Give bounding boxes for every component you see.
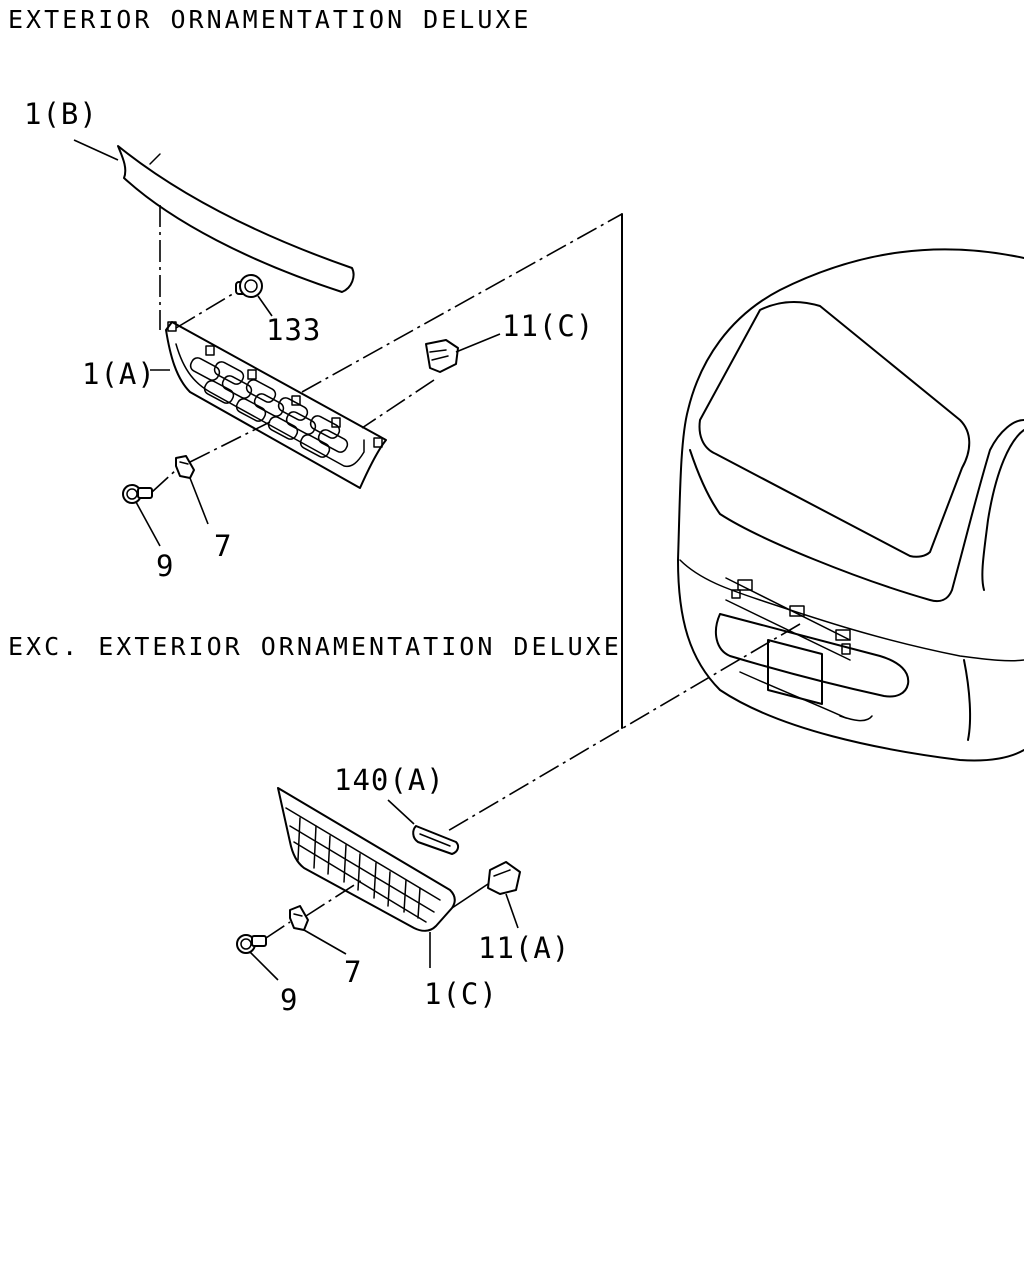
screw-9-top <box>122 484 153 504</box>
leader-9-top <box>135 501 161 547</box>
clip-133-dashline <box>175 291 237 329</box>
clip-7-bottom-dashline <box>305 879 363 917</box>
callout-1a: 1(A) <box>82 357 156 391</box>
callout-9-top: 9 <box>156 549 174 583</box>
leader-11a <box>505 893 519 929</box>
divider-link-dashline <box>301 213 623 393</box>
callout-9-bottom: 9 <box>280 983 298 1017</box>
garnish-strip-1b <box>117 145 355 293</box>
callout-133: 133 <box>266 313 321 347</box>
clip-11a <box>487 861 521 895</box>
emblem-140a <box>412 825 460 855</box>
grille-1c <box>277 787 456 932</box>
vehicle-to-grille-dashline <box>445 623 801 833</box>
clip-7-bottom <box>289 905 309 931</box>
clip-7-top-dashline <box>189 421 271 463</box>
bracket-11c-dashline <box>361 379 435 429</box>
callout-140a: 140(A) <box>334 763 445 797</box>
header-exc-deluxe: EXC. EXTERIOR ORNAMENTATION DELUXE <box>8 632 622 661</box>
leader-7-bottom <box>303 929 347 955</box>
clip-7-top <box>175 455 195 479</box>
leader-133 <box>257 295 273 317</box>
callout-7-bottom: 7 <box>344 955 362 989</box>
callout-1c: 1(C) <box>424 977 498 1011</box>
screw-9-top-dashline <box>151 469 177 493</box>
callout-7-top: 7 <box>214 529 232 563</box>
leader-140a <box>387 799 415 825</box>
leader-1b <box>73 139 119 161</box>
screw-9-bottom-dashline <box>265 921 291 939</box>
bracket-11c <box>425 339 459 373</box>
clip-11a-line <box>451 883 489 909</box>
callout-1b: 1(B) <box>24 97 98 131</box>
grille-1a <box>165 321 387 489</box>
leader-9-bottom <box>249 951 279 981</box>
callout-11a: 11(A) <box>478 931 570 965</box>
clip-133 <box>235 274 263 298</box>
screw-9-bottom <box>236 934 267 954</box>
vehicle-outline <box>677 248 1024 762</box>
header-deluxe: EXTERIOR ORNAMENTATION DELUXE <box>8 5 532 34</box>
leader-11c <box>455 333 501 353</box>
leader-7-top <box>189 477 209 525</box>
callout-11c: 11(C) <box>502 309 594 343</box>
